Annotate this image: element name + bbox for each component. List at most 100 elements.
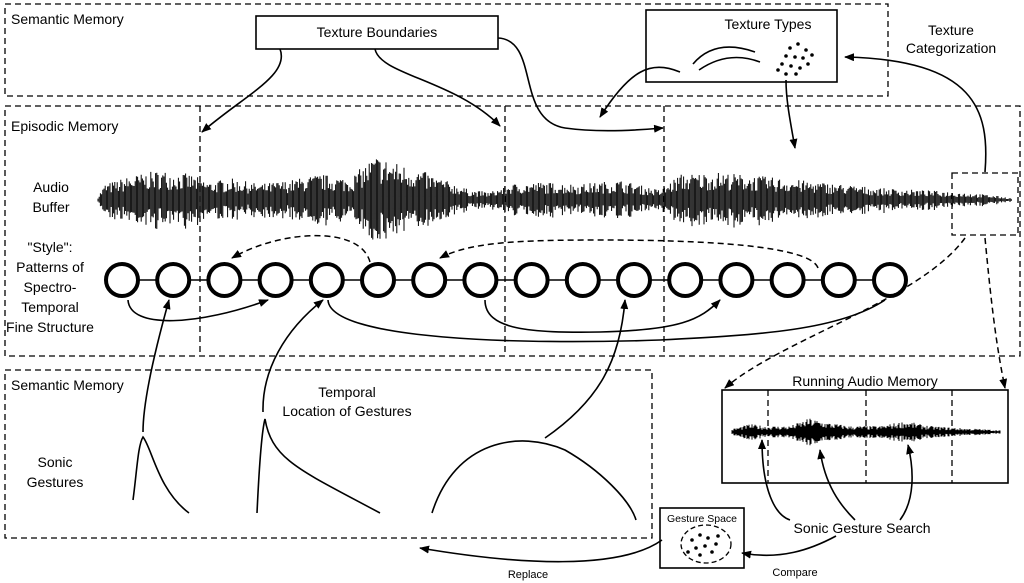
label-audio-buffer-1: Audio: [33, 179, 69, 195]
style-node: [411, 262, 448, 298]
style-node: [820, 262, 857, 298]
style-nodes: [104, 262, 908, 298]
dot: [703, 544, 707, 548]
dot: [710, 550, 714, 554]
dashed-arrow-style-1: [231, 234, 371, 263]
dashed-arrow-to-running-right: [984, 237, 1008, 389]
gesture-shape-2: [256, 418, 381, 514]
dot: [776, 68, 780, 72]
label-replace: Replace: [508, 569, 548, 581]
dot: [804, 48, 808, 52]
label-temporal-location-2: Location of Gestures: [282, 403, 411, 419]
label-semantic-memory-bottom: Semantic Memory: [11, 377, 124, 393]
arrow-texture-types-left: [599, 66, 681, 118]
label-texture-boundaries: Texture Boundaries: [317, 24, 438, 40]
dot: [810, 53, 814, 57]
gesture-space-circle: [680, 524, 732, 564]
arrow-boundary-3: [497, 37, 664, 133]
label-style-5: Fine Structure: [6, 319, 94, 335]
gesture-shape-3: [431, 440, 637, 521]
arrow-gesture-2-up: [262, 299, 324, 413]
label-style-1: "Style":: [28, 239, 73, 255]
label-gesture-space: Gesture Space: [667, 513, 737, 525]
dot: [698, 533, 702, 537]
style-node: [360, 262, 396, 298]
label-sonic-gestures-2: Gestures: [27, 474, 84, 490]
arrow-search-2: [817, 449, 856, 521]
arrow-chain-b: [327, 299, 886, 343]
audio-buffer-waveform: [97, 159, 1012, 240]
dot: [694, 546, 698, 550]
gesture-space-dots: [686, 533, 720, 557]
dot: [796, 42, 800, 46]
style-node: [257, 262, 294, 298]
label-texture-types: Texture Types: [725, 16, 812, 32]
dot: [793, 55, 797, 59]
label-style-4: Temporal: [21, 299, 79, 315]
arrow-gesture-3-up: [544, 299, 629, 439]
semantic-memory-top-box: [4, 3, 889, 97]
style-node: [513, 262, 550, 298]
dot: [784, 72, 788, 76]
dot: [798, 66, 802, 70]
texture-boundaries-box: [255, 15, 499, 50]
label-texture-categorization-1: Texture: [928, 22, 974, 38]
gesture-space-box: [659, 507, 745, 569]
episodic-memory-box: [4, 105, 1021, 357]
dot: [714, 542, 718, 546]
style-node: [155, 262, 192, 298]
style-node: [462, 262, 499, 298]
label-compare: Compare: [772, 567, 817, 579]
arrow-boundary-1: [201, 48, 283, 133]
arrow-chain-c: [484, 299, 721, 333]
dot: [690, 538, 694, 542]
dot: [801, 56, 805, 60]
label-episodic-memory: Episodic Memory: [11, 118, 118, 134]
arrow-replace: [419, 539, 663, 563]
texture-type-curve-1: [692, 46, 756, 65]
label-semantic-memory-top: Semantic Memory: [11, 11, 124, 27]
dashed-arrow-style-2: [439, 239, 819, 269]
dot: [794, 72, 798, 76]
arrow-compare: [741, 535, 837, 559]
dot: [698, 553, 702, 557]
label-texture-categorization-2: Categorization: [906, 40, 996, 56]
arrow-texture-types-down: [785, 79, 798, 149]
label-running-audio-memory: Running Audio Memory: [792, 373, 938, 389]
arrow-boundary-2: [374, 48, 501, 127]
arrow-search-1: [758, 439, 791, 521]
style-node: [667, 262, 704, 298]
label-sonic-gesture-search: Sonic Gesture Search: [794, 520, 931, 536]
dot: [806, 62, 810, 66]
dot: [716, 534, 720, 538]
style-node: [564, 262, 601, 298]
label-audio-buffer-2: Buffer: [32, 199, 69, 215]
style-node: [616, 262, 652, 298]
style-node: [206, 262, 243, 298]
texture-type-curve-2: [698, 56, 761, 71]
label-style-2: Patterns of: [16, 259, 84, 275]
running-audio-memory-box: [721, 389, 1009, 484]
label-temporal-location-1: Temporal: [318, 384, 376, 400]
label-style-3: Spectro-: [24, 279, 77, 295]
semantic-memory-bottom-box: [4, 369, 653, 539]
dot: [706, 536, 710, 540]
dot: [789, 64, 793, 68]
texture-types-box: [645, 9, 838, 83]
style-node: [104, 262, 140, 298]
dot: [780, 62, 784, 66]
style-node: [308, 262, 345, 298]
texture-type-dots: [776, 42, 814, 76]
label-sonic-gestures-1: Sonic: [37, 454, 72, 470]
arrow-texture-categorization: [844, 53, 987, 173]
gesture-shape-1: [132, 435, 190, 514]
dashed-arrow-to-running-left: [724, 237, 966, 389]
running-audio-waveform: [731, 418, 1001, 446]
arrow-chain-a: [127, 299, 269, 322]
dot: [686, 550, 690, 554]
buffer-selection-box: [951, 172, 1019, 236]
style-node: [769, 262, 806, 298]
style-node: [718, 262, 755, 298]
dot: [788, 46, 792, 50]
